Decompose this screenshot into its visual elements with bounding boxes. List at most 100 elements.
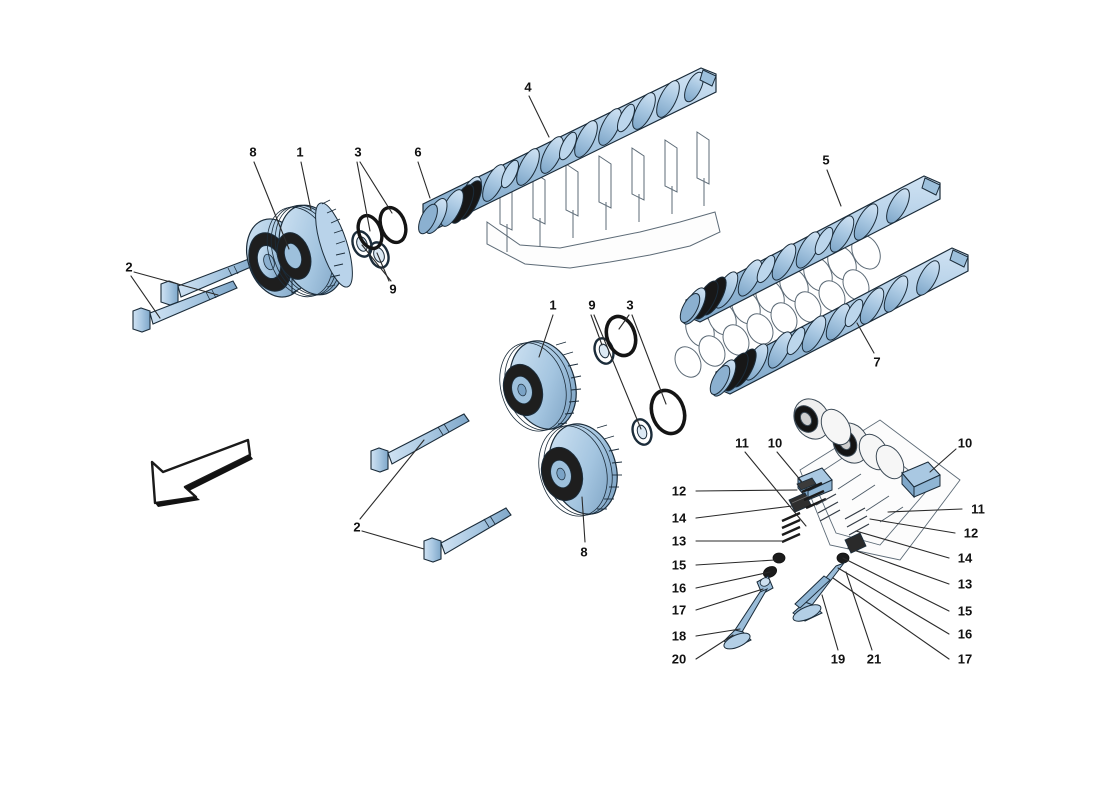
leader-9-top-b: [376, 252, 390, 282]
leader-21: [845, 571, 873, 651]
part-oring-3-mid-a: [604, 314, 638, 358]
callout-13: 13: [671, 533, 687, 549]
part-tappet-10-right: [901, 461, 941, 499]
callout-1: 1: [296, 144, 304, 160]
leader-13-right: [847, 547, 950, 585]
callout-8: 8: [580, 544, 588, 560]
part-variator-8-middle: [538, 423, 623, 517]
group-camshaft-4-assembly: [418, 67, 721, 269]
callout-20: 20: [671, 651, 687, 667]
leader-3-mid-a: [618, 314, 630, 330]
group-middle-variators: [370, 314, 687, 563]
group-valve-detail: [723, 398, 961, 650]
part-variator-1-middle: [499, 340, 582, 432]
leader-11-top: [744, 451, 807, 527]
leader-17-left: [695, 588, 764, 611]
callout-7: 7: [873, 354, 881, 370]
leader-1-mid: [538, 314, 554, 358]
part-bolt-2c: [370, 413, 470, 473]
callout-17: 17: [957, 651, 973, 667]
leader-2-mid-a: [359, 439, 425, 520]
callout-9: 9: [389, 281, 397, 297]
callout-12: 12: [963, 525, 979, 541]
leader-lines: [130, 95, 963, 660]
callout-2: 2: [353, 519, 361, 535]
callout-13: 13: [957, 576, 973, 592]
callout-11: 11: [971, 501, 985, 517]
part-valve-21: [792, 561, 846, 622]
callout-16: 16: [671, 580, 687, 596]
part-shim-12: [796, 477, 817, 491]
leader-5: [826, 169, 842, 207]
part-spring-seat-15: [772, 552, 786, 564]
part-valve-18: [723, 587, 769, 650]
leader-3-mid-b: [631, 314, 667, 405]
callout-1: 1: [549, 297, 557, 313]
leader-10-right: [929, 448, 957, 473]
callout-5: 5: [822, 152, 830, 168]
leader-9-mid: [590, 314, 603, 346]
leader-9-mid-b: [593, 314, 642, 430]
leader-19: [821, 594, 839, 651]
leader-2-left-b: [133, 271, 219, 296]
leader-12-right: [869, 518, 956, 534]
part-camshaft-7: [709, 247, 969, 397]
callout-6: 6: [414, 144, 422, 160]
part-camshaft-7-seal: [709, 348, 757, 397]
callout-17: 17: [671, 602, 687, 618]
part-spring-13: [781, 511, 801, 544]
part-oring-3-upper-b: [378, 205, 408, 245]
callout-15: 15: [671, 557, 687, 573]
leader-15-left: [695, 559, 776, 566]
group-camshafts-5-7: [674, 175, 969, 397]
callout-15: 15: [957, 603, 973, 619]
part-valve-19: [794, 575, 831, 609]
direction-arrow: [150, 438, 253, 507]
part-variator-1-upper: [266, 199, 353, 298]
part-bolt-2a: [132, 280, 238, 333]
part-oil-seal-6: [418, 180, 483, 235]
part-spring-13-right: [801, 481, 827, 510]
leader-15-right: [842, 557, 950, 612]
callout-3: 3: [626, 297, 634, 313]
leader-8-top: [253, 161, 290, 250]
part-bolt-2d: [423, 507, 512, 563]
callout-12: 12: [671, 483, 687, 499]
ghost-installed-springs: [815, 493, 870, 536]
part-camshaft-4: [418, 67, 717, 235]
ghost-valve-train-top: [486, 131, 721, 269]
leader-1-top: [300, 161, 312, 211]
leader-3-top-b: [359, 161, 393, 214]
callout-10: 10: [767, 435, 783, 451]
leader-12-left: [695, 489, 798, 492]
leader-10-left: [776, 451, 803, 483]
ghost-cam-lobes-detail: [793, 398, 905, 480]
group-left-variators: [132, 199, 408, 333]
leader-2-mid-b: [361, 530, 425, 550]
leader-8-mid: [581, 496, 586, 543]
callout-4: 4: [524, 79, 532, 95]
callout-8: 8: [249, 144, 257, 160]
callout-9: 9: [588, 297, 596, 313]
callout-10: 10: [957, 435, 973, 451]
leader-4: [528, 95, 550, 138]
callout-18: 18: [671, 628, 687, 644]
leader-17-right: [832, 577, 950, 660]
leader-16-left: [695, 571, 771, 589]
callout-14: 14: [957, 550, 973, 566]
callout-19: 19: [830, 651, 846, 667]
leader-16-right: [837, 567, 950, 635]
leader-14-right: [855, 530, 950, 559]
callout-21: 21: [866, 651, 882, 667]
leader-6-top: [417, 161, 431, 199]
leader-11-right: [887, 508, 963, 513]
leader-18-left: [695, 628, 741, 637]
leader-7: [856, 322, 875, 354]
callout-14: 14: [671, 510, 687, 526]
callout-3: 3: [354, 144, 362, 160]
callout-11: 11: [735, 435, 749, 451]
part-washer-9-mid-b: [631, 418, 653, 446]
leader-14-left: [695, 505, 793, 519]
